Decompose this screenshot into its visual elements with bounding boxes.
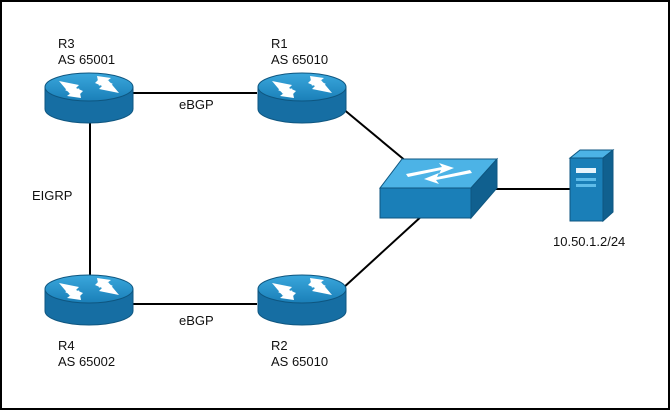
router-r1-icon[interactable] xyxy=(257,72,347,124)
server-ip-label: 10.50.1.2/24 xyxy=(553,234,626,249)
r2-as: AS 65010 xyxy=(271,354,329,369)
link-r1-switch xyxy=(341,107,408,163)
link-r2-switch xyxy=(341,213,425,290)
r3-label: R3 AS 65001 xyxy=(58,36,115,68)
r2-label: R2 AS 65010 xyxy=(271,338,328,370)
server-icon[interactable] xyxy=(568,148,615,223)
router-r3-icon[interactable] xyxy=(44,72,134,124)
r4-label: R4 AS 65002 xyxy=(58,338,115,370)
r1-label: R1 AS 65010 xyxy=(271,36,328,68)
r2-name: R2 xyxy=(271,338,288,353)
link-r3-r1-label: eBGP xyxy=(179,97,214,112)
link-r3-r4-label: EIGRP xyxy=(32,188,73,203)
r4-as: AS 65002 xyxy=(58,354,116,369)
r3-as: AS 65001 xyxy=(58,52,116,67)
router-r2-icon[interactable] xyxy=(257,274,347,326)
r4-name: R4 xyxy=(58,338,75,353)
r3-name: R3 xyxy=(58,36,75,51)
router-r4-icon[interactable] xyxy=(44,274,134,326)
r1-as: AS 65010 xyxy=(271,52,329,67)
switch-icon[interactable] xyxy=(378,157,499,220)
link-r4-r2-label: eBGP xyxy=(179,313,214,328)
r1-name: R1 xyxy=(271,36,288,51)
